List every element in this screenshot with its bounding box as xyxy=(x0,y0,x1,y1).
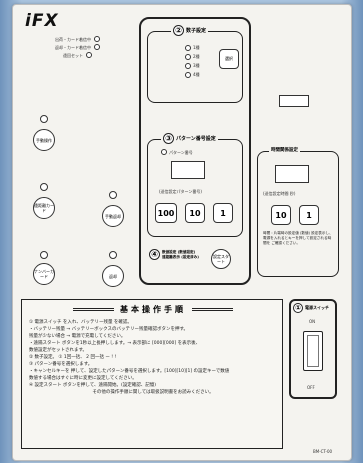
title-rule-left xyxy=(73,308,114,311)
lamp-number xyxy=(40,251,48,259)
section-3-header: ③ パターン番号設定 xyxy=(161,133,218,144)
title-rule-right xyxy=(192,308,233,311)
timer-note: 時間 : 片端時の設定値 (数値) 設定表示し、電源を入れるとキーを押して設定さ… xyxy=(263,231,333,245)
button-label: 選択 xyxy=(225,56,233,61)
key-1-button[interactable]: 1 xyxy=(213,203,233,223)
option-label: 2種 xyxy=(193,54,200,59)
option-label: 3種 xyxy=(193,63,200,68)
button-label: ナンバーカード xyxy=(34,269,54,279)
key-label: 1 xyxy=(306,210,312,220)
option-label: 1種 xyxy=(193,45,200,50)
step-number: ③ xyxy=(163,133,174,144)
pattern-indicator: パターン番号 xyxy=(161,149,193,155)
manual-line: ② 数子設定。 ① 1回一括、 2 回一括 ー ! ! xyxy=(29,355,117,360)
indicator-lamp xyxy=(86,52,92,58)
manual-title-row: 基本操作手順 xyxy=(73,304,233,315)
option-lamp xyxy=(185,71,191,78)
button-label: 手動返却 xyxy=(105,213,121,219)
manual-operation-button[interactable]: 手動操作 xyxy=(33,129,55,151)
status-display xyxy=(279,95,309,107)
section-4-header: ④ 数値設定 (数値設定) 遠距離表示 (設定済み) xyxy=(147,249,201,260)
key-10-button[interactable]: 10 xyxy=(185,203,205,223)
key-label: 100 xyxy=(157,208,175,218)
option-lamp xyxy=(185,62,191,69)
power-on-label: ON xyxy=(309,319,316,324)
manual-line: ・キャンセルキーを 押して、設定したパターン番号を選択します。[100][10]… xyxy=(29,369,230,374)
section-title: 時間関係設定 xyxy=(271,148,298,153)
power-switch-rocker xyxy=(307,335,319,367)
timer-key-1-button[interactable]: 1 xyxy=(299,205,319,225)
power-title: 電源スイッチ xyxy=(305,305,329,310)
lamp-remote xyxy=(40,183,48,191)
manual-line: ・遠隔スタート ボタンを1秒以上長押しします。→ 表示部に [000][000]… xyxy=(29,341,201,346)
central-control-section xyxy=(139,17,251,285)
manual-lines: ① 電源スイッチ を入れ、バッテリー残量 を確認。 ・バッテリー残量 → バッテ… xyxy=(29,319,277,396)
section-title: 数子設定 xyxy=(186,28,207,34)
indicator-lamp xyxy=(94,36,100,42)
indicator-label: 返却・カード着信中 xyxy=(55,44,91,50)
top-indicator-group: 出荷・カード着信中 返却・カード着信中 遠回セット xyxy=(55,35,100,59)
section-title: パターン番号設定 xyxy=(176,136,216,142)
operation-manual xyxy=(21,299,283,449)
setting-start-button[interactable]: 設定スタート xyxy=(211,249,231,269)
manual-line: 残量が少ない場合 → 電源で充電してください。 xyxy=(29,334,126,339)
button-label: 設定スタート xyxy=(213,254,229,264)
pattern-caption: (送信設定パターン番号) xyxy=(159,189,202,194)
timer-key-10-button[interactable]: 10 xyxy=(271,205,291,225)
timer-caption: (送信設定時間 秒) xyxy=(263,191,296,196)
manual-return-button[interactable]: 手動返却 xyxy=(102,205,124,227)
button-label: 遠距離カード xyxy=(34,203,54,213)
remote-card-button[interactable]: 遠距離カード xyxy=(33,197,55,219)
key-label: 10 xyxy=(189,208,201,218)
button-label: 手動操作 xyxy=(36,137,52,143)
timer-header: 時間関係設定 xyxy=(269,147,300,153)
step-number: ④ xyxy=(149,249,160,260)
manual-title: 基本操作手順 xyxy=(120,305,186,314)
footer-code: BM-CT-00 xyxy=(313,449,333,454)
key-label: 1 xyxy=(220,208,226,218)
manual-line: ① 電源スイッチ を入れ、バッテリー残量 を確認。 xyxy=(29,320,132,325)
option-lamp xyxy=(185,44,191,51)
power-header: ① 電源スイッチ xyxy=(293,303,329,313)
power-off-label: OFF xyxy=(307,385,315,390)
key-label: 10 xyxy=(275,210,287,220)
lamp-manual-return xyxy=(109,191,117,199)
manual-line: ・バッテリー残量 → バッテリーボックスのバッテリー残量確認ボタンを押す。 xyxy=(29,327,189,332)
section-2-header: ② 数子設定 xyxy=(171,25,209,36)
select-button[interactable]: 選択 xyxy=(219,49,239,69)
manual-line: 数値する場合はすぐに時に変更に設定してください。 xyxy=(29,376,137,381)
indicator-label: 出荷・カード着信中 xyxy=(55,36,91,42)
button-label: 返却 xyxy=(109,273,117,279)
power-switch[interactable] xyxy=(303,331,323,371)
indicator-label: 遠回セット xyxy=(63,52,83,58)
manual-line: ③ パターン番号を選択します。 xyxy=(29,362,93,367)
indicator-lamp xyxy=(94,44,100,50)
lamp-manual xyxy=(40,115,48,123)
step-number: ② xyxy=(173,25,184,36)
section-subtitle: 遠距離表示 (設定済み) xyxy=(162,254,199,259)
return-button[interactable]: 返却 xyxy=(102,265,124,287)
pattern-label: パターン番号 xyxy=(169,149,193,155)
number-card-button[interactable]: ナンバーカード xyxy=(33,263,55,285)
pattern-display xyxy=(171,161,205,179)
option-label: 4種 xyxy=(193,72,200,77)
step-number: ① xyxy=(293,303,303,313)
lamp-return xyxy=(109,251,117,259)
manual-line: 数値設定がセットされます。 xyxy=(29,348,88,353)
manual-line: ④ 設定スタート ボタンを押して、遠隔開始。(設定確認、記憶) xyxy=(29,383,157,388)
pattern-lamp xyxy=(161,149,167,155)
key-100-button[interactable]: 100 xyxy=(155,203,177,223)
section-title: 数値設定 (数値設定) xyxy=(162,250,196,254)
count-options: 1種 2種 3種 4種 xyxy=(185,43,200,79)
manual-line: その他の操作手順に関しては取扱説明書をお読みください。 xyxy=(92,390,214,395)
timer-display xyxy=(275,165,309,183)
section-4-labels: 数値設定 (数値設定) 遠距離表示 (設定済み) xyxy=(162,250,199,259)
option-lamp xyxy=(185,53,191,60)
brand-logo: iFX xyxy=(25,11,59,31)
control-panel: iFX 出荷・カード着信中 返却・カード着信中 遠回セット 手動操作 遠距離カー… xyxy=(12,4,352,461)
